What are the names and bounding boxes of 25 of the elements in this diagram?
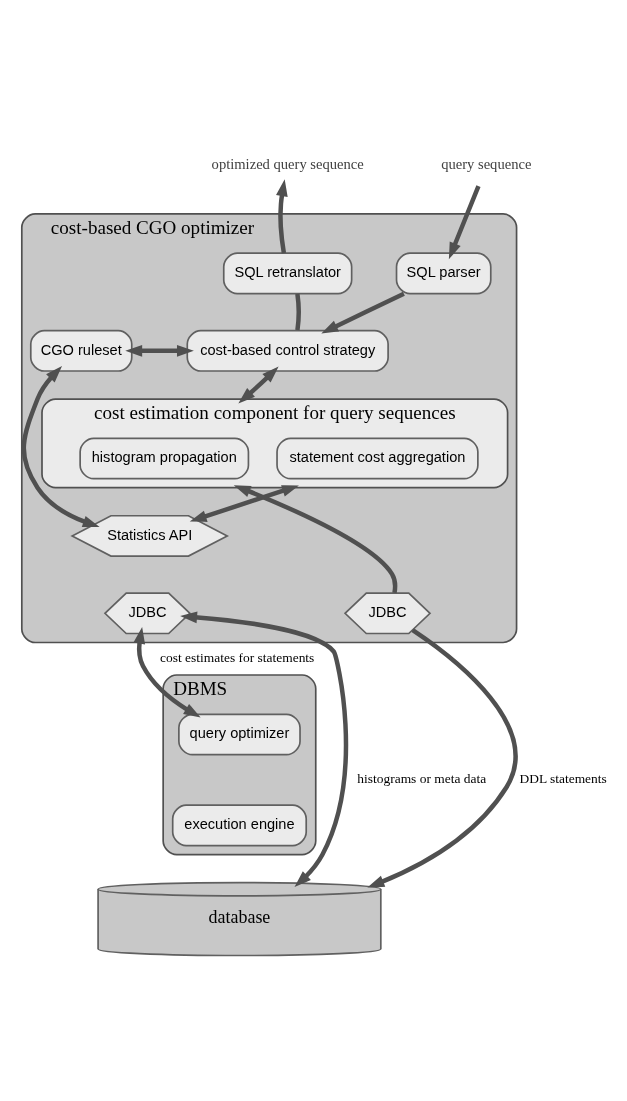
node-box: SQL parser: [395, 252, 492, 295]
node-box: query optimizer: [178, 713, 301, 756]
arrow: [133, 626, 201, 718]
arrow: [367, 628, 518, 888]
arrow: [180, 611, 349, 888]
node-box: statement cost aggregation: [276, 437, 479, 480]
arrow: [125, 344, 194, 357]
edge-label: DDL statements: [519, 771, 607, 787]
arrow: [233, 485, 398, 594]
arrow: [448, 185, 481, 260]
node-box: cost-based control strategy: [186, 329, 389, 372]
arrow: [321, 291, 405, 334]
arrow: [276, 179, 288, 254]
arrow: [21, 366, 100, 528]
node-box: execution engine: [171, 804, 308, 847]
node-box: SQL retranslator: [222, 252, 353, 295]
node-text: optimized query sequence: [211, 156, 364, 173]
arrow: [238, 366, 279, 404]
node-box: histogram propagation: [79, 437, 250, 480]
node-box: CGO ruleset: [29, 329, 133, 372]
node-text: query sequence: [441, 156, 532, 173]
edge-label: cost estimates for statements: [160, 650, 315, 666]
arrow: [189, 485, 299, 522]
edge-label: histograms or meta data: [357, 771, 487, 787]
connector: [295, 293, 301, 331]
